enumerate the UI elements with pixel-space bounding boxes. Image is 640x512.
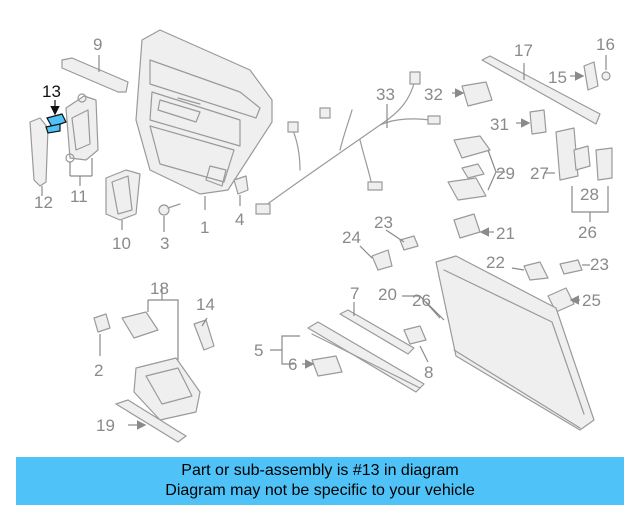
callout-16: 16 (596, 35, 615, 54)
callout-7: 7 (350, 284, 359, 303)
part-21-bracket (453, 213, 494, 239)
callout-12: 12 (34, 193, 53, 212)
part-22-clip (511, 261, 549, 281)
callout-25: 25 (582, 291, 601, 310)
part-11-handle-bracket (65, 93, 99, 186)
callout-27: 26 (578, 223, 597, 242)
part-28-lock (544, 127, 579, 181)
part-33-wiring-harness (255, 71, 441, 215)
part-18-handle-assembly (121, 286, 201, 421)
callout-15: 15 (548, 68, 567, 87)
banner-line-1: Part or sub-assembly is #13 in diagram (181, 462, 459, 479)
part-8-clip (403, 325, 429, 363)
callout-26: 26 (412, 291, 431, 310)
callout-1: 1 (200, 218, 209, 237)
part-26-sunshade (402, 255, 595, 431)
part-14-cover (193, 317, 215, 351)
part-7-strip (339, 302, 415, 355)
part-10-speaker-grille (105, 169, 141, 230)
callout-13: 13 (42, 82, 61, 101)
part-23-pad-lower (559, 259, 590, 275)
part-12-pillar-trim (29, 117, 49, 196)
callout-21: 21 (496, 224, 515, 243)
part-2-bolt (93, 313, 111, 356)
part-31-switch (516, 109, 547, 135)
callout-28: 27 (530, 164, 549, 183)
part-16-cap (601, 55, 611, 81)
part-15-trim (570, 61, 599, 91)
part-3-screw (158, 203, 181, 232)
part-32-switch (452, 81, 493, 107)
banner-line-2: Diagram may not be specific to your vehi… (165, 482, 475, 499)
callout-29: 28 (580, 185, 599, 204)
part-4-clip (233, 175, 249, 206)
part-9-trim-strip (61, 55, 129, 93)
part-5-sill (270, 321, 425, 393)
callout-3: 3 (160, 234, 169, 253)
callout-17: 17 (514, 41, 533, 60)
part-30-bracket-set (447, 135, 505, 201)
callout-32: 32 (424, 85, 443, 104)
callout-14: 14 (196, 295, 215, 314)
part-13-clip-highlighted (45, 113, 67, 134)
part-17-weatherstrip (481, 55, 601, 125)
callout-8: 8 (424, 363, 433, 382)
part-6-bracket (302, 355, 343, 377)
callout-23-lower: 23 (590, 255, 609, 274)
part-1-door-panel (135, 29, 273, 210)
info-banner: Part or sub-assembly is #13 in diagram D… (16, 457, 624, 505)
part-29-latch-parts (571, 145, 613, 222)
part-23-pad-upper (385, 229, 419, 251)
callout-20: 20 (378, 285, 397, 304)
callout-6: 6 (288, 355, 297, 374)
part-24-bracket (359, 245, 393, 271)
callout-22: 22 (486, 253, 505, 272)
callout-31: 31 (490, 115, 509, 134)
callout-2: 2 (94, 361, 103, 380)
callout-4: 4 (235, 210, 244, 229)
parts-diagram: 9 13 12 11 10 3 1 4 33 32 31 17 16 15 29… (29, 29, 615, 443)
callout-23-upper: 23 (374, 213, 393, 232)
part-19-strip (115, 399, 187, 443)
callout-9: 9 (93, 35, 102, 54)
callout-5: 5 (254, 341, 263, 360)
callout-19: 19 (96, 416, 115, 435)
callout-33: 33 (376, 85, 395, 104)
callout-11: 11 (70, 187, 88, 206)
callout-24: 24 (342, 228, 361, 247)
callout-18: 18 (150, 279, 169, 298)
callout-10: 10 (112, 234, 131, 253)
callout-30: 29 (496, 164, 515, 183)
